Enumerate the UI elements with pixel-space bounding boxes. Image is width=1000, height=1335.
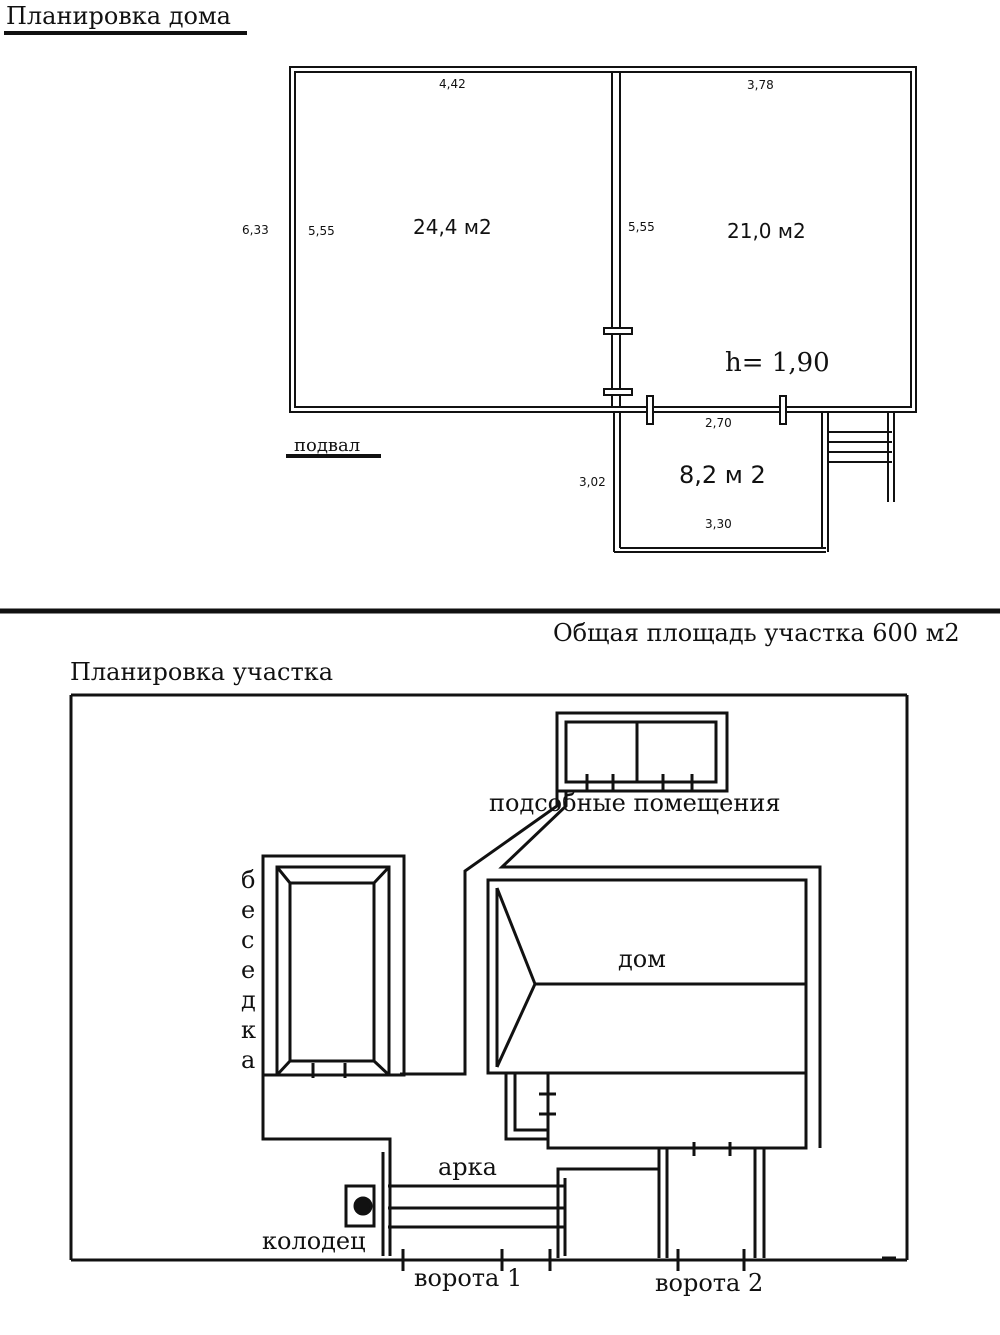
dim-inner-left: 5,55 (308, 224, 335, 238)
total-area: Общая площадь участка 600 м2 (553, 619, 960, 647)
house-plan-title: Планировка дома (6, 2, 231, 30)
well-label: колодец (262, 1227, 366, 1255)
gazebo-letter: е (241, 896, 255, 924)
basement-label: подвал (294, 435, 360, 456)
dim-ext-left: 3,02 (579, 475, 606, 489)
well (344, 1184, 376, 1228)
gate-marks (401, 1249, 746, 1271)
utility-buildings (400, 711, 822, 1148)
ceiling-height: h= 1,90 (725, 348, 830, 378)
house-footprint (486, 878, 808, 1258)
gazebo-label: б е с е д к а (241, 866, 256, 1074)
room2-area: 21,0 м2 (727, 219, 806, 243)
gazebo-letter: к (241, 1016, 256, 1044)
gate1-label: ворота 1 (414, 1264, 522, 1292)
dim-top-left: 4,42 (439, 77, 466, 91)
gazebo-letter: а (241, 1046, 255, 1074)
gazebo-letter: с (241, 926, 254, 954)
gate2-label: ворота 2 (655, 1269, 763, 1297)
utility-label: подсобные помещения (489, 789, 780, 817)
house-plan: Планировка дома (4, 2, 917, 553)
house-dimensions: 4,42 3,78 6,33 5,55 5,55 2,70 3,02 3,30 … (242, 77, 830, 531)
room1-area: 24,4 м2 (413, 215, 492, 239)
gazebo-letter: д (241, 986, 256, 1014)
extension-area: 8,2 м 2 (679, 461, 766, 489)
house-walls (289, 66, 917, 553)
dim-inner-right: 5,55 (628, 220, 655, 234)
house-label: дом (618, 945, 666, 973)
arch (381, 1152, 567, 1256)
gazebo (261, 854, 406, 1256)
plot-plan-title: Планировка участка (70, 658, 333, 686)
gazebo-letter: е (241, 956, 255, 984)
dim-outer-left: 6,33 (242, 223, 269, 237)
dim-ext-top: 2,70 (705, 416, 732, 430)
plot-boundary (69, 693, 909, 1262)
gazebo-letter: б (241, 866, 255, 894)
arch-label: арка (438, 1153, 497, 1181)
plot-plan: Общая площадь участка 600 м2 Планировка … (69, 619, 960, 1297)
dim-top-right: 3,78 (747, 78, 774, 92)
dim-ext-bottom: 3,30 (705, 517, 732, 531)
